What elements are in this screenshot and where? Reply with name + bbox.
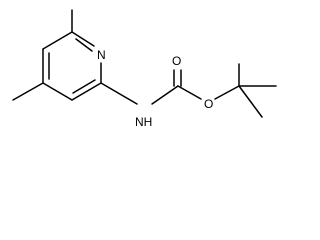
bond-carbonyl-ester-o [177, 85, 202, 100]
carbonyl-oxygen-label: O [172, 54, 181, 68]
bond-nh-carbonyl [151, 85, 179, 105]
bond-c6-n1-double [75, 38, 93, 52]
bond-c4-methyl [12, 82, 44, 101]
bond-c6-n1 [71, 31, 95, 47]
bond-c3-c2 [71, 82, 102, 101]
ester-oxygen-label: O [204, 97, 213, 111]
bond-c2-nh [100, 82, 138, 105]
molecule-structure: N NH O O [12, 9, 277, 129]
amide-nh-label: NH [135, 115, 152, 129]
bond-ester-o-quaternary [214, 85, 240, 100]
ring-nitrogen-label: N [97, 48, 106, 62]
bond-quaternary-methyl-down [238, 85, 263, 118]
bond-c4-c3 [42, 82, 73, 101]
bond-c6-c5 [42, 31, 73, 50]
bond-c3-c2-double [72, 79, 96, 94]
